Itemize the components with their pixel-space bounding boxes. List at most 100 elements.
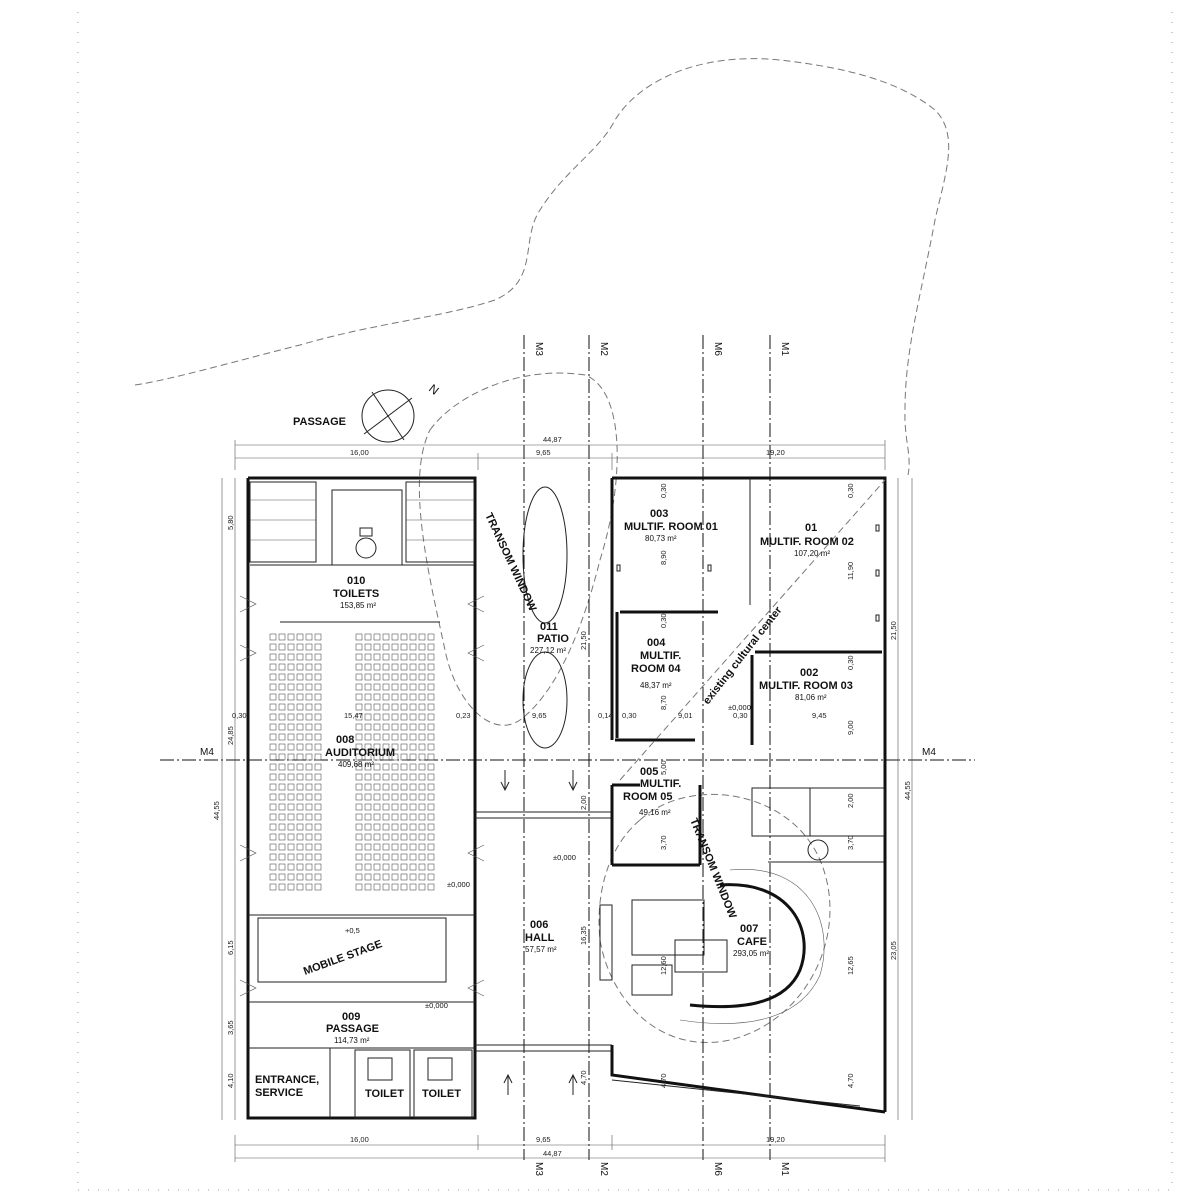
auditorium-seat <box>269 743 277 751</box>
auditorium-seat <box>427 683 435 691</box>
auditorium-seat <box>418 673 426 681</box>
auditorium-seat <box>296 783 304 791</box>
auditorium-seat <box>382 713 390 721</box>
room-011-name: PATIO <box>537 633 569 645</box>
auditorium-seat <box>364 783 372 791</box>
auditorium-seat <box>287 693 295 701</box>
room-009-area: 114,73 m² <box>334 1036 370 1045</box>
auditorium-seat <box>400 633 408 641</box>
room-010-name: TOILETS <box>333 588 379 600</box>
room-007-number: 007 <box>740 923 758 935</box>
auditorium-seat <box>305 833 313 841</box>
auditorium-seat <box>305 643 313 651</box>
auditorium-seat <box>400 813 408 821</box>
auditorium-seat <box>305 803 313 811</box>
auditorium-seat <box>314 653 322 661</box>
dim-hall-bot: 4,70 <box>579 1070 588 1085</box>
auditorium-seat <box>287 643 295 651</box>
auditorium-seat <box>296 673 304 681</box>
auditorium-seat <box>391 813 399 821</box>
auditorium-seat <box>269 683 277 691</box>
auditorium-seat <box>391 723 399 731</box>
auditorium-seat <box>364 723 372 731</box>
dim-r003-t: 0,30 <box>659 483 668 498</box>
auditorium-seat <box>269 633 277 641</box>
auditorium-seat <box>269 883 277 891</box>
auditorium-seat <box>409 833 417 841</box>
dim-mid-a: 0,14 <box>598 711 613 720</box>
auditorium-seat <box>355 823 363 831</box>
auditorium-seat <box>427 873 435 881</box>
auditorium-seat <box>382 673 390 681</box>
auditorium-seat <box>382 683 390 691</box>
auditorium-seat <box>418 873 426 881</box>
auditorium-seat <box>269 673 277 681</box>
auditorium-seat <box>287 813 295 821</box>
dim-r005-b: 3,70 <box>659 835 668 850</box>
auditorium-seat <box>314 773 322 781</box>
auditorium-seat <box>364 883 372 891</box>
auditorium-seat <box>305 843 313 851</box>
auditorium-seat <box>278 833 286 841</box>
auditorium-seat <box>427 733 435 741</box>
auditorium-seat <box>391 643 399 651</box>
auditorium-seat <box>355 803 363 811</box>
auditorium-seat <box>296 633 304 641</box>
dim-bottom-a: 16,00 <box>350 1135 369 1144</box>
auditorium-seat <box>305 683 313 691</box>
auditorium-seat <box>427 643 435 651</box>
auditorium-seat <box>355 733 363 741</box>
auditorium-seat <box>305 783 313 791</box>
dim-left-stage: 6,15 <box>226 940 235 955</box>
auditorium-seat <box>373 643 381 651</box>
auditorium-seat <box>364 823 372 831</box>
auditorium-seat <box>391 663 399 671</box>
auditorium-seat <box>382 693 390 701</box>
auditorium-seat <box>382 753 390 761</box>
auditorium-seat <box>382 643 390 651</box>
auditorium-seat <box>427 853 435 861</box>
auditorium-seat <box>373 783 381 791</box>
auditorium-seat <box>427 763 435 771</box>
auditorium-seat <box>409 773 417 781</box>
room-009-number: 009 <box>342 1011 360 1023</box>
auditorium-seat <box>269 733 277 741</box>
auditorium-seat <box>278 703 286 711</box>
right-wing <box>599 476 887 1114</box>
auditorium-seat <box>409 733 417 741</box>
auditorium-seat <box>287 803 295 811</box>
auditorium-seat <box>314 663 322 671</box>
toilet-b-label: TOILET <box>422 1088 461 1100</box>
auditorium-seat <box>400 793 408 801</box>
auditorium-seat <box>355 773 363 781</box>
dim-top-b: 9,65 <box>536 448 551 457</box>
room-011-area: 227,12 m² <box>530 646 566 655</box>
auditorium-seat <box>355 723 363 731</box>
entrance-line2: SERVICE <box>255 1087 303 1099</box>
dim-right-upper: 21,50 <box>889 621 898 640</box>
level-hall: ±0,000 <box>553 853 576 862</box>
auditorium-seat <box>400 873 408 881</box>
auditorium-seat <box>269 853 277 861</box>
auditorium-seat <box>409 673 417 681</box>
auditorium-seat <box>278 743 286 751</box>
auditorium-seat <box>296 863 304 871</box>
auditorium-seat <box>409 843 417 851</box>
auditorium-seat <box>269 823 277 831</box>
dim-cafe-h: 12,65 <box>846 956 855 975</box>
auditorium-seat <box>373 853 381 861</box>
auditorium-seat <box>305 633 313 641</box>
auditorium-seat <box>427 783 435 791</box>
auditorium-seat <box>427 663 435 671</box>
auditorium-seat <box>287 713 295 721</box>
auditorium-seat <box>296 853 304 861</box>
auditorium-seat <box>296 723 304 731</box>
auditorium-seat <box>391 853 399 861</box>
auditorium-seat <box>314 693 322 701</box>
auditorium-seat <box>373 683 381 691</box>
room-004-number: 004 <box>647 637 666 649</box>
auditorium-seats <box>269 633 435 891</box>
auditorium-seat <box>269 863 277 871</box>
auditorium-seat <box>427 753 435 761</box>
